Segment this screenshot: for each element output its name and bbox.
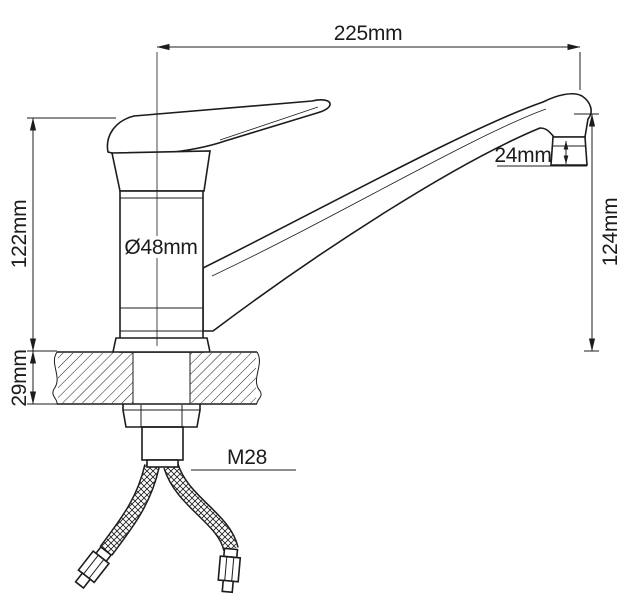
faucet-handle-dome (111, 150, 211, 192)
dim-label-right-height: 124mm (599, 198, 622, 267)
base-flange (112, 337, 211, 353)
dim-label-left-height: 122mm (8, 200, 31, 269)
dimension-right-height: 124mm (574, 113, 622, 352)
shank-tail (146, 459, 179, 468)
dimension-spout-reach: 225mm (156, 22, 581, 90)
countertop-break-left (52, 351, 58, 405)
faucet-body (112, 190, 211, 353)
countertop-hatch-right (190, 353, 256, 403)
spout-aerator (550, 136, 588, 166)
countertop (52, 351, 262, 405)
dim-label-deck-thickness: 29mm (8, 349, 31, 406)
dim-label-outlet: 24mm (494, 144, 551, 167)
dim-label-thread: M28 (227, 446, 267, 469)
hose-fitting-right (217, 547, 242, 594)
dimension-left-height: 122mm (8, 117, 116, 352)
dimension-deck-thickness: 29mm (8, 349, 57, 407)
dimension-outlet: 24mm (494, 140, 587, 167)
deck-hole (133, 353, 190, 403)
countertop-hatch-left (58, 353, 133, 403)
supply-hose-right (163, 463, 239, 552)
threaded-shank (141, 426, 184, 468)
faucet-lever (106, 99, 331, 156)
dim-label-body-diameter: Ø48mm (124, 236, 197, 259)
countertop-break-right (255, 351, 262, 405)
lever-edge-line (219, 106, 319, 141)
spout-contour-line (211, 108, 547, 277)
dimension-body-diameter: Ø48mm (124, 236, 198, 259)
faucet-spout (202, 93, 592, 332)
dim-label-spout-reach: 225mm (334, 22, 403, 45)
supply-hose-left (99, 464, 160, 556)
mounting-nut (122, 403, 201, 428)
callout-thread: M28 (191, 446, 296, 471)
hose-fitting-left (74, 545, 113, 590)
